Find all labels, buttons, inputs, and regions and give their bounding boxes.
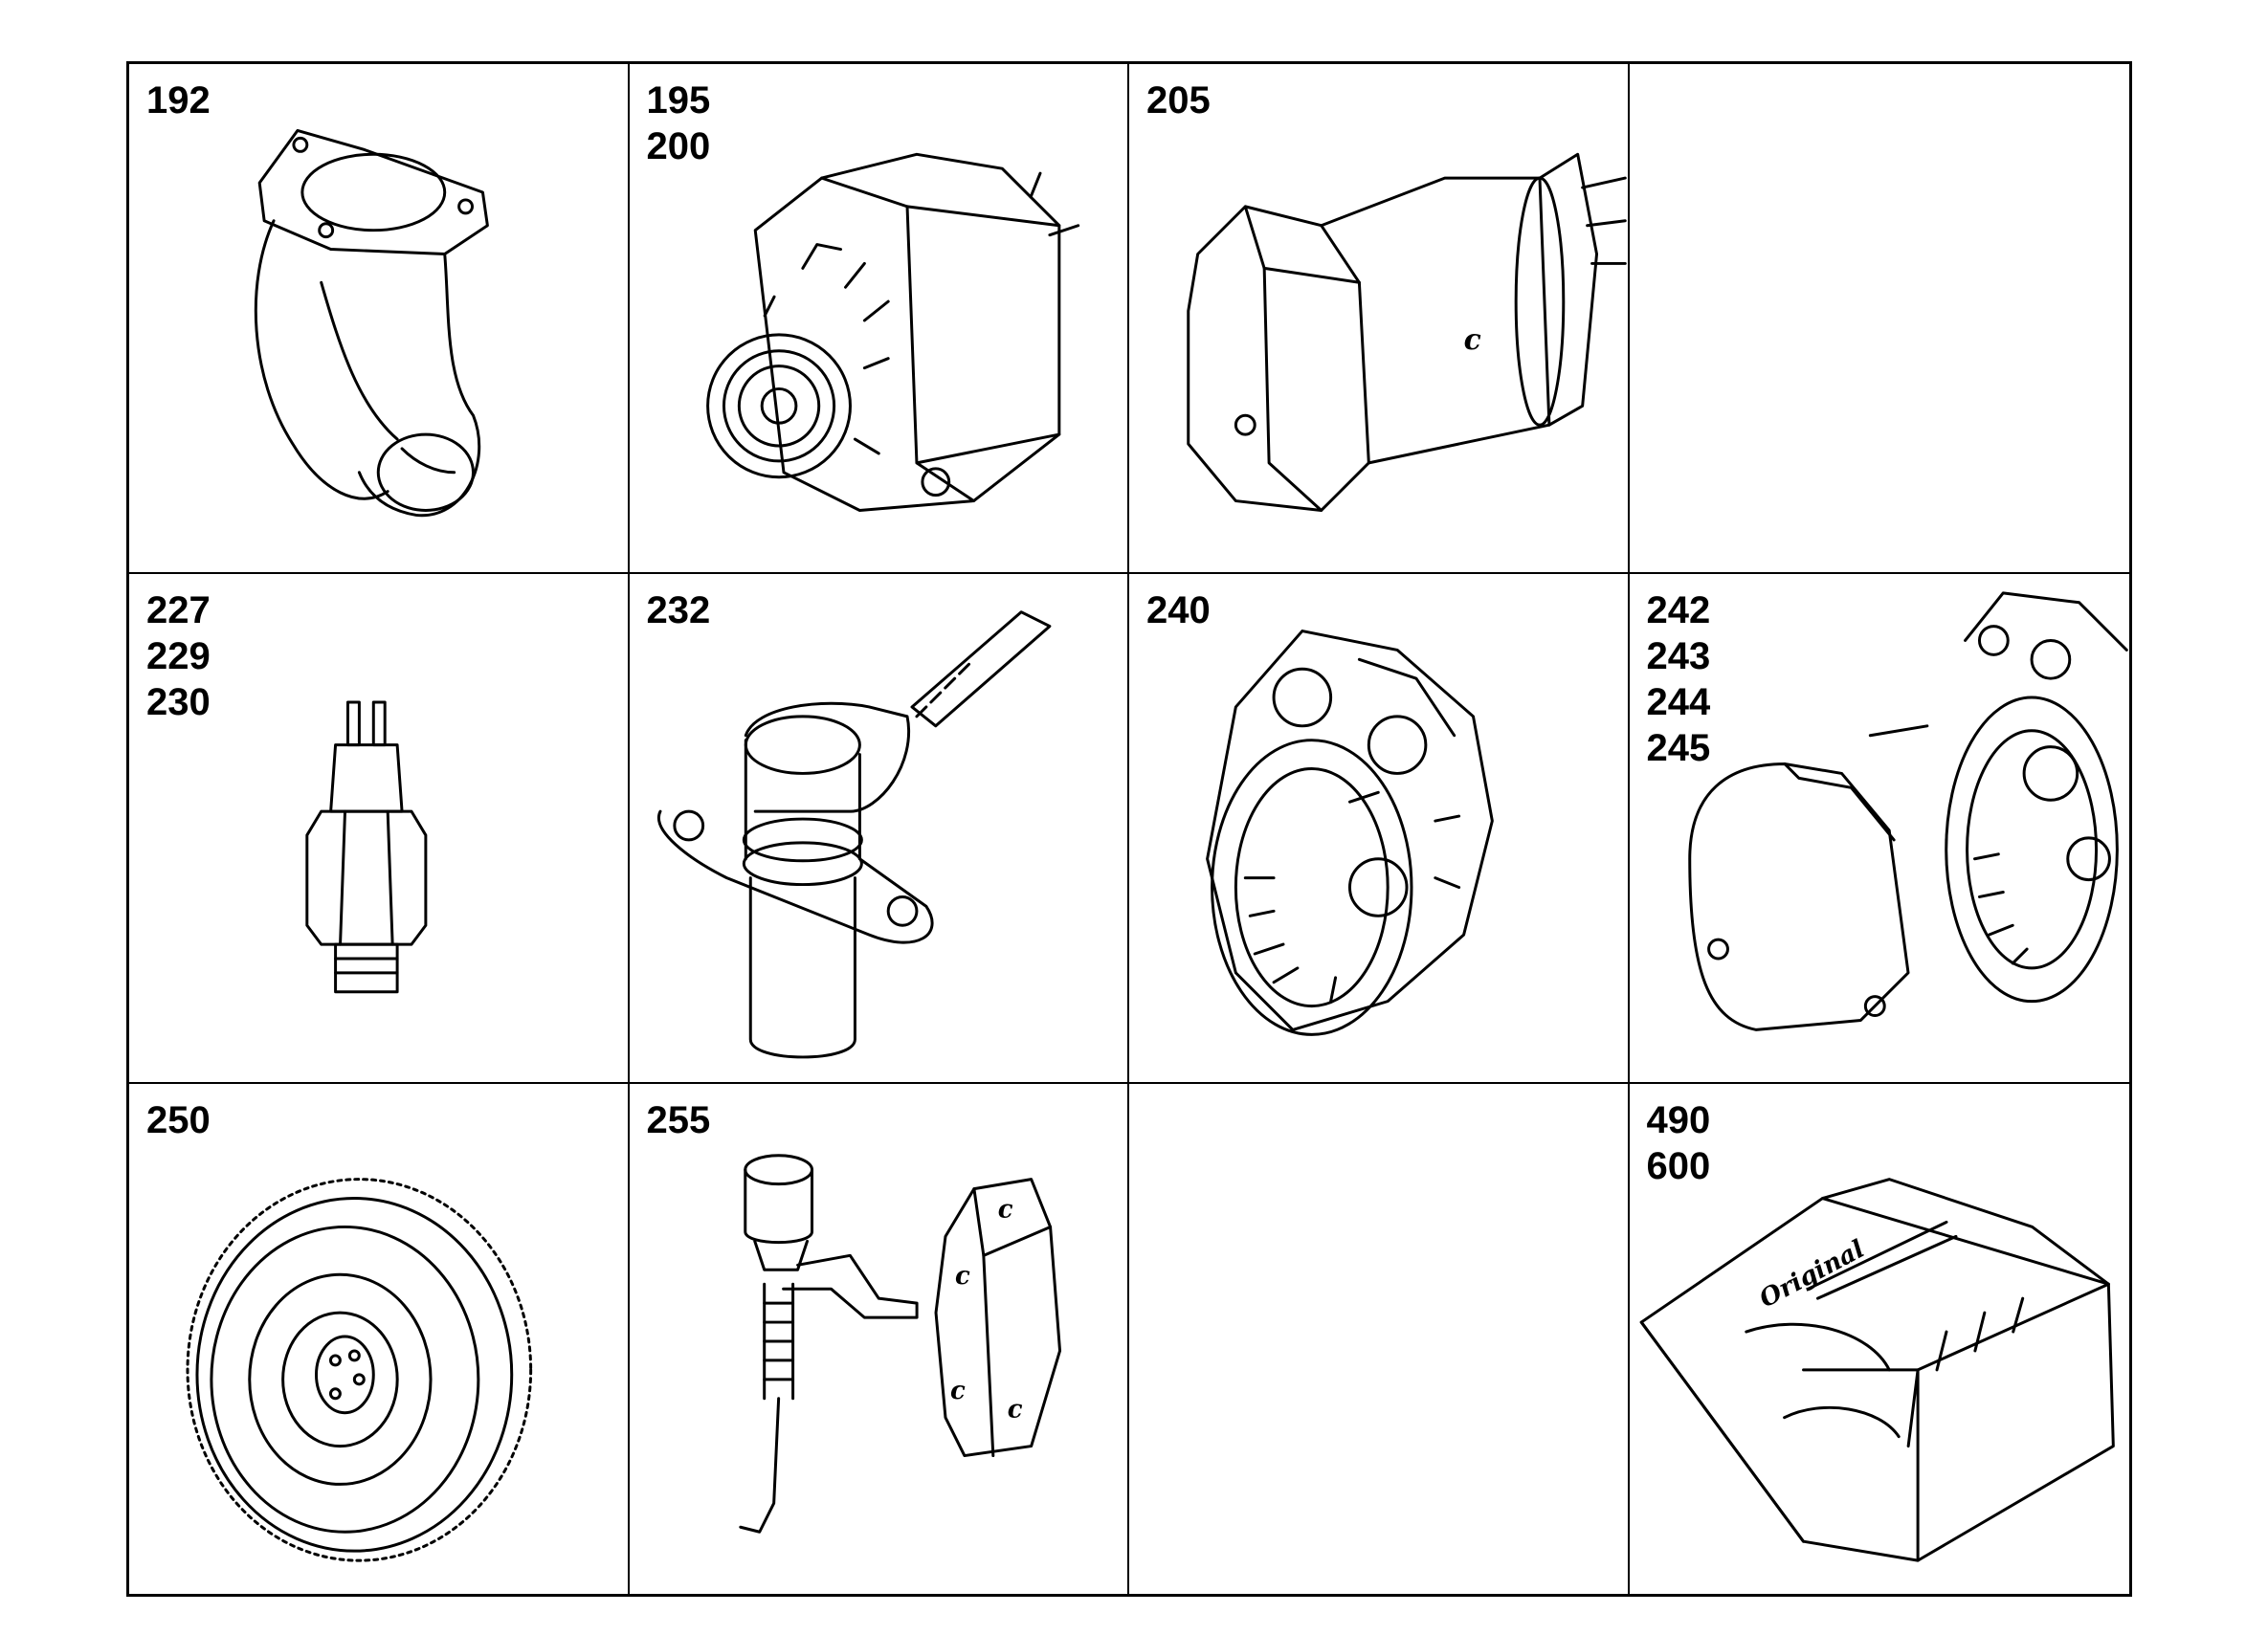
part-cell-227-229-230: 227 229 230: [129, 574, 630, 1084]
ref-number-list: 227 229 230: [146, 587, 211, 725]
ref-number: 232: [646, 589, 711, 631]
timing-housing-icon: [1206, 630, 1494, 1036]
ref-number: 230: [146, 681, 211, 723]
part-cell-205: 205 c: [1129, 64, 1630, 574]
part-cell-255: 255 c c c c: [630, 1084, 1129, 1594]
ref-number: 250: [146, 1099, 211, 1141]
ref-number: 195: [646, 79, 711, 122]
part-cell-242-245: 242 243 244 245: [1629, 574, 2129, 1084]
gasket-kit-box-icon: Original: [1639, 1178, 2115, 1562]
ref-number-list: 490 600: [1647, 1097, 1711, 1189]
part-cell-490-600: 490 600 Original: [1630, 1084, 2130, 1594]
part-cell-192: 192: [129, 64, 630, 574]
part-cell-250: 250: [129, 1084, 630, 1594]
part-cell-195-200: 195 200: [629, 64, 1129, 574]
ref-number-list: 232: [647, 587, 711, 633]
ref-number-list: 195 200: [647, 77, 711, 169]
ref-number: 490: [1646, 1099, 1711, 1141]
housing-with-cover-icon: [1687, 591, 2128, 1031]
ref-number: 200: [646, 125, 711, 167]
flywheel-icon: [186, 1178, 533, 1562]
ref-number: 227: [146, 589, 211, 631]
alternator-icon: [705, 152, 1079, 512]
ref-number-list: 255: [647, 1097, 711, 1143]
ref-number-list: 240: [1146, 587, 1211, 633]
svg-text:c: c: [1007, 1396, 1022, 1425]
ref-number: 205: [1146, 79, 1211, 122]
speed-sensor-icon: [656, 610, 1051, 1059]
ref-number: 240: [1146, 589, 1211, 631]
box-brand-text: Original: [1754, 1235, 1869, 1315]
svg-text:c: c: [954, 1262, 969, 1291]
parts-illustration-grid: 192 195 200: [126, 61, 2132, 1597]
shutoff-solenoid-icon: c c c c: [738, 1154, 1061, 1534]
ref-number: 242: [1646, 589, 1711, 631]
svg-text:c: c: [1464, 323, 1481, 357]
ref-number: 192: [146, 79, 211, 122]
ref-number: 229: [146, 635, 211, 677]
ref-number: 244: [1646, 681, 1711, 723]
svg-text:c: c: [949, 1377, 965, 1405]
part-cell-240: 240: [1129, 574, 1630, 1084]
part-cell-232: 232: [629, 574, 1129, 1084]
svg-text:c: c: [997, 1195, 1012, 1224]
ref-number-list: 250: [146, 1097, 211, 1143]
empty-cell: [1629, 64, 2129, 574]
temperature-sensor-icon: [305, 700, 428, 994]
exhaust-elbow-icon: [254, 128, 489, 518]
ref-number-list: 242 243 244 245: [1647, 587, 1711, 771]
empty-cell: [1129, 1084, 1630, 1594]
ref-number: 255: [646, 1099, 711, 1141]
ref-number-list: 192: [146, 77, 211, 123]
ref-number: 243: [1646, 635, 1711, 677]
ref-number: 245: [1646, 727, 1711, 769]
ref-number: 600: [1646, 1145, 1711, 1187]
starter-motor-icon: c: [1187, 152, 1627, 512]
ref-number-list: 205: [1146, 77, 1211, 123]
